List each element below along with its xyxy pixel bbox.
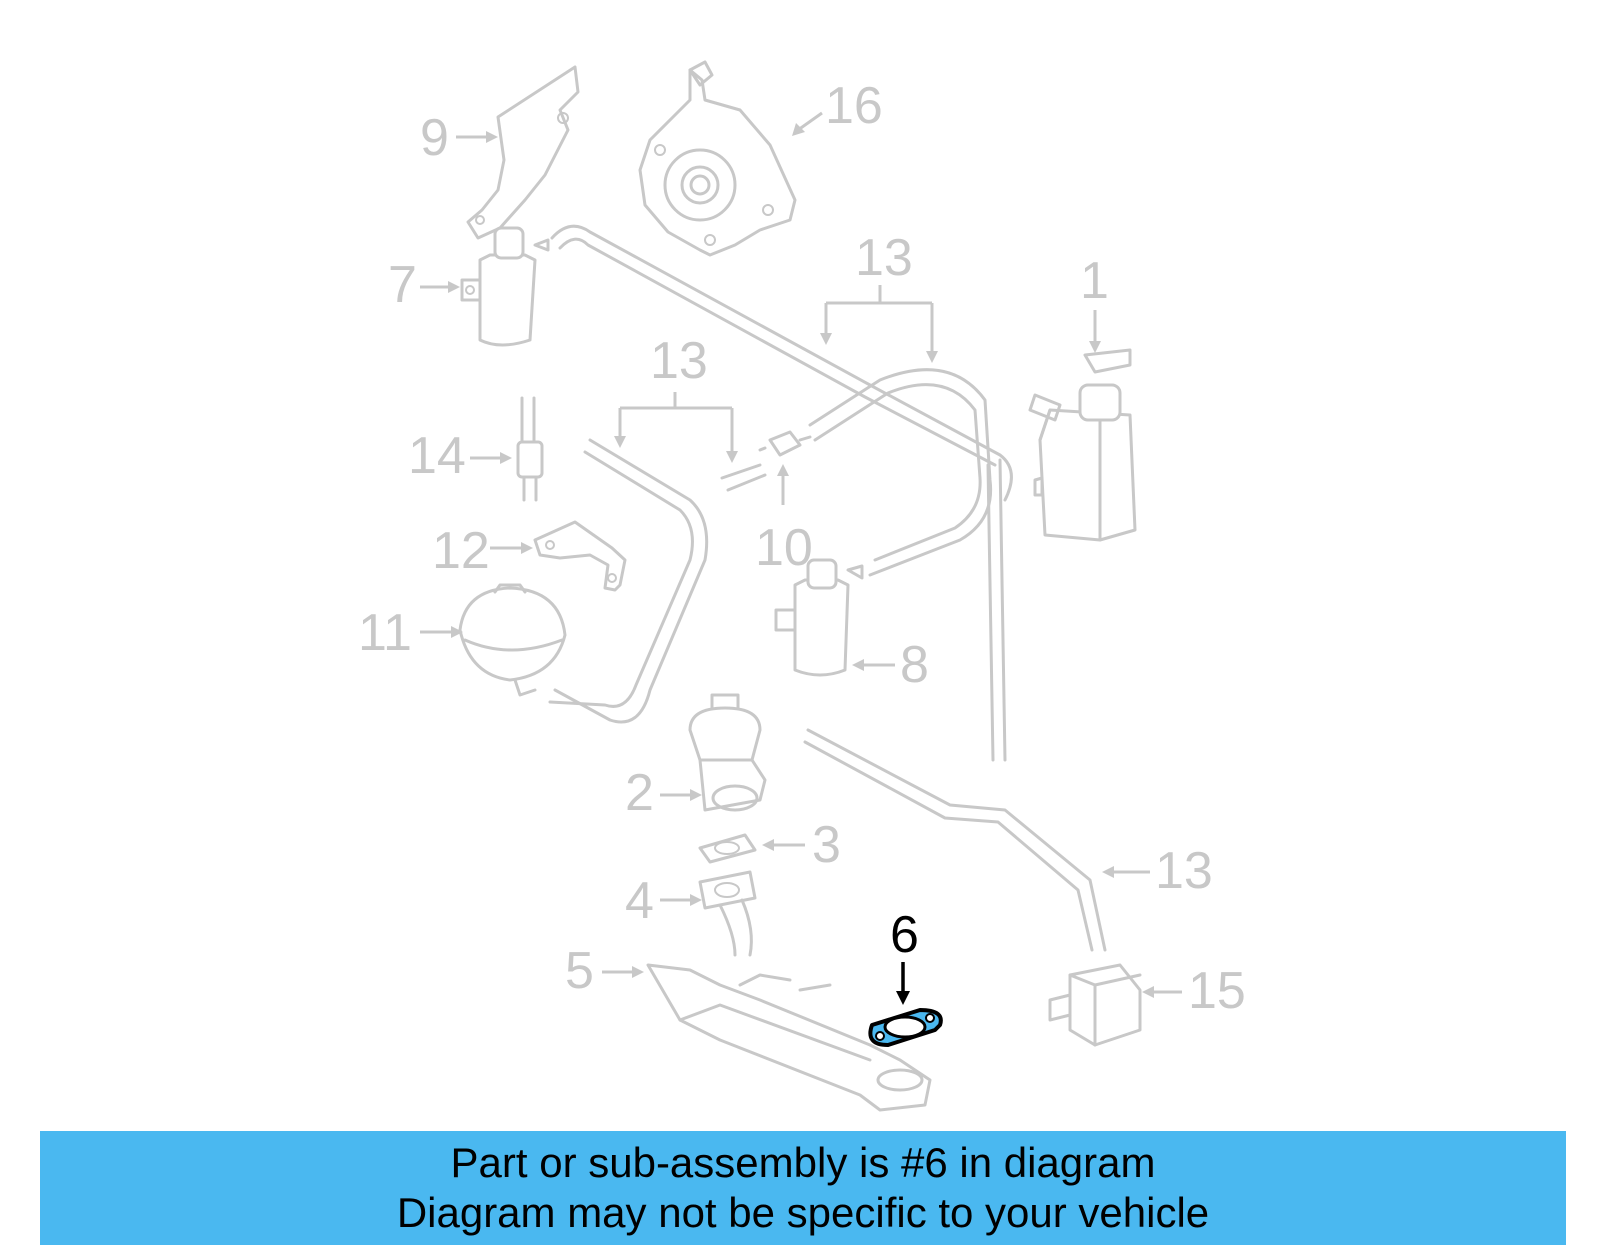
part-10-fitting — [758, 430, 812, 457]
label-12: 12 — [432, 522, 490, 580]
part-5-egr-cooler — [646, 963, 932, 1112]
part-7-solenoid — [460, 226, 550, 347]
label-14: 14 — [408, 427, 466, 485]
banner-line-1: Part or sub-assembly is #6 in diagram — [450, 1139, 1156, 1186]
hose-13-left — [548, 438, 767, 724]
label-13-top: 13 — [855, 229, 913, 287]
part-4-pipe — [698, 870, 757, 957]
part-16-vacuum-pump — [638, 60, 797, 257]
part-1-canister — [1028, 348, 1137, 542]
label-2: 2 — [625, 764, 654, 822]
part-8-solenoid — [774, 558, 864, 677]
part-9-bracket — [466, 65, 580, 240]
label-11: 11 — [358, 604, 412, 662]
hose-13-lower — [803, 728, 1107, 952]
part-11-reservoir — [458, 583, 567, 697]
info-banner: Part or sub-assembly is #6 in diagram Di… — [40, 1131, 1566, 1245]
banner-line-2: Diagram may not be specific to your vehi… — [396, 1189, 1210, 1236]
label-13-left: 13 — [650, 332, 708, 390]
part-3-gasket — [698, 833, 757, 864]
part-2-egr-valve — [688, 693, 767, 812]
label-15: 15 — [1188, 962, 1246, 1020]
parts-diagram: 9 16 7 13 — [358, 60, 1246, 1112]
part-12-bracket — [533, 520, 627, 592]
label-7: 7 — [388, 256, 417, 314]
label-3: 3 — [812, 816, 841, 874]
label-13-right: 13 — [1155, 842, 1213, 900]
label-6: 6 — [890, 906, 919, 964]
part-14-check-valve — [516, 396, 544, 502]
part-6-gasket-highlighted[interactable] — [868, 1008, 943, 1047]
label-16: 16 — [825, 77, 883, 135]
label-10: 10 — [755, 519, 813, 577]
label-5: 5 — [565, 942, 594, 1000]
label-1: 1 — [1080, 252, 1109, 310]
part-15-sensor — [1048, 963, 1142, 1047]
label-4: 4 — [625, 872, 654, 930]
label-8: 8 — [900, 636, 929, 694]
hose-13-loop — [808, 368, 1007, 762]
label-9: 9 — [420, 109, 449, 167]
